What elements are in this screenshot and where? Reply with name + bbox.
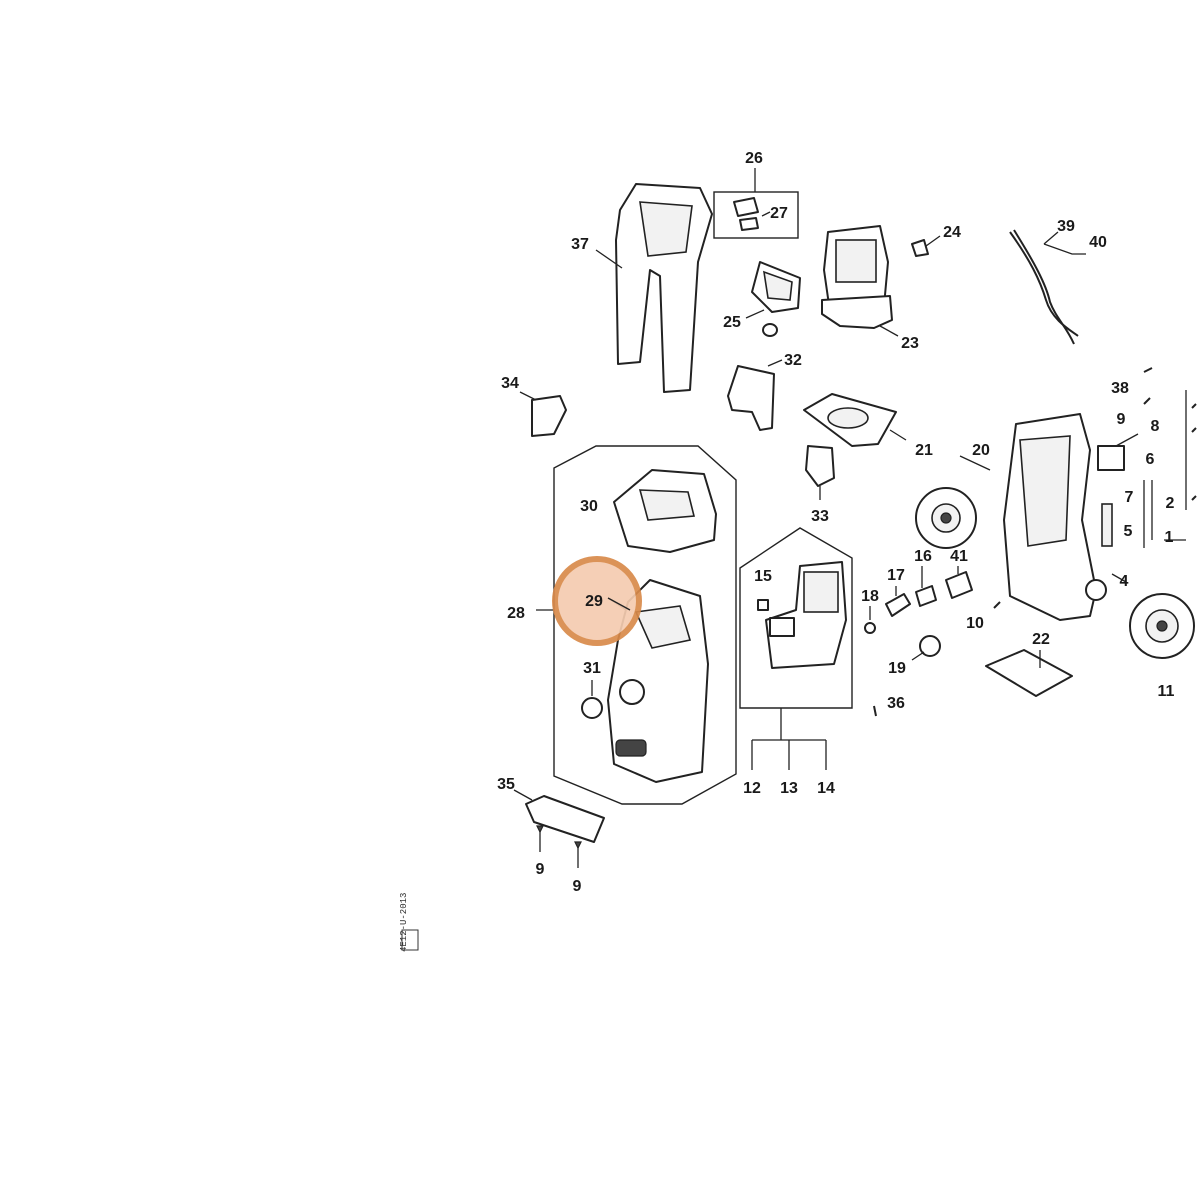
label-4[interactable]: 4: [1120, 573, 1129, 590]
part-32-bracket[interactable]: [727, 359, 783, 431]
label-18[interactable]: 18: [861, 588, 879, 605]
part-23-housing-block[interactable]: [821, 225, 899, 337]
label-10[interactable]: 10: [966, 615, 984, 632]
label-25[interactable]: 25: [723, 314, 741, 331]
part-28-housing-assembly[interactable]: [536, 445, 737, 805]
part-7-5-label-strip[interactable]: [1101, 480, 1153, 548]
part-11-wheel[interactable]: [1129, 593, 1195, 659]
part-39-40-cable[interactable]: [1009, 229, 1086, 345]
part-38-screw[interactable]: [1143, 367, 1153, 373]
label-19[interactable]: 19: [888, 660, 906, 677]
part-26-27-kit[interactable]: [713, 168, 799, 239]
part-35-base[interactable]: [513, 789, 605, 868]
label-27[interactable]: 27: [770, 205, 788, 222]
part-36-screw[interactable]: [873, 705, 877, 717]
part-37-handle[interactable]: [595, 183, 713, 393]
part-25-bracket[interactable]: [745, 261, 801, 337]
label-38[interactable]: 38: [1111, 380, 1129, 397]
label-8[interactable]: 8: [1151, 418, 1160, 435]
label-36[interactable]: 36: [887, 695, 905, 712]
part-10-screw[interactable]: [993, 601, 1001, 609]
part-16-fitting[interactable]: [915, 566, 937, 607]
label-17[interactable]: 17: [887, 567, 905, 584]
label-2[interactable]: 2: [1166, 495, 1175, 512]
part-9-screw-upper[interactable]: [1143, 397, 1151, 405]
label-21[interactable]: 21: [915, 442, 933, 459]
label-9-left[interactable]: 9: [536, 861, 545, 878]
drawing-reference-stamp: 4E12-U-2013: [399, 893, 419, 952]
part-29-highlight[interactable]: [552, 556, 642, 646]
label-20[interactable]: 20: [972, 442, 990, 459]
part-34-clip[interactable]: [519, 391, 567, 437]
part-30-top-cover[interactable]: [613, 469, 717, 553]
pump-motor-assembly[interactable]: [739, 527, 853, 770]
part-24-fitting[interactable]: [911, 235, 941, 257]
part-18-oring[interactable]: [864, 606, 876, 634]
part-33-cover[interactable]: [805, 445, 835, 500]
label-32[interactable]: 32: [784, 352, 802, 369]
label-22[interactable]: 22: [1032, 631, 1050, 648]
label-24[interactable]: 24: [943, 224, 961, 241]
part-19-connector[interactable]: [911, 635, 941, 661]
label-16[interactable]: 16: [914, 548, 932, 565]
label-41[interactable]: 41: [950, 548, 968, 565]
label-37[interactable]: 37: [571, 236, 589, 253]
label-33[interactable]: 33: [811, 508, 829, 525]
part-22-filter-pad[interactable]: [985, 649, 1073, 697]
part-21-gasket-plate[interactable]: [803, 393, 907, 447]
part-6-label[interactable]: [1097, 433, 1139, 471]
part-2-1-screws[interactable]: [1164, 390, 1197, 541]
label-14[interactable]: 14: [817, 780, 835, 797]
part-20-main-frame[interactable]: [959, 413, 1107, 621]
label-26[interactable]: 26: [745, 150, 763, 167]
stamp-text: 4E12-U-2013: [399, 893, 409, 952]
label-28[interactable]: 28: [507, 605, 525, 622]
label-13[interactable]: 13: [780, 780, 798, 797]
label-5[interactable]: 5: [1124, 523, 1133, 540]
part-20-fan-wheel[interactable]: [915, 487, 977, 549]
part-41-coupling[interactable]: [945, 566, 973, 599]
label-39[interactable]: 39: [1057, 218, 1075, 235]
part-17-nozzle[interactable]: [885, 586, 911, 617]
label-9-right[interactable]: 9: [573, 878, 582, 895]
label-35[interactable]: 35: [497, 776, 515, 793]
label-29[interactable]: 29: [585, 593, 603, 610]
label-7[interactable]: 7: [1125, 489, 1134, 506]
label-31[interactable]: 31: [583, 660, 601, 677]
part-29-front-housing[interactable]: [607, 579, 709, 783]
label-12[interactable]: 12: [743, 780, 761, 797]
label-15[interactable]: 15: [754, 568, 772, 585]
label-34[interactable]: 34: [501, 375, 519, 392]
part-labels: 26 27 37 24 39 40 25 23 32 34 38 9 8 21 …: [497, 150, 1174, 895]
label-40[interactable]: 40: [1089, 234, 1107, 251]
label-11[interactable]: 11: [1158, 683, 1175, 700]
label-1[interactable]: 1: [1165, 529, 1174, 546]
label-6[interactable]: 6: [1146, 451, 1155, 468]
part-4-axle[interactable]: [1111, 573, 1127, 583]
label-30[interactable]: 30: [580, 498, 598, 515]
label-9-upper[interactable]: 9: [1117, 411, 1126, 428]
part-31-cap[interactable]: [581, 680, 603, 719]
label-23[interactable]: 23: [901, 335, 919, 352]
